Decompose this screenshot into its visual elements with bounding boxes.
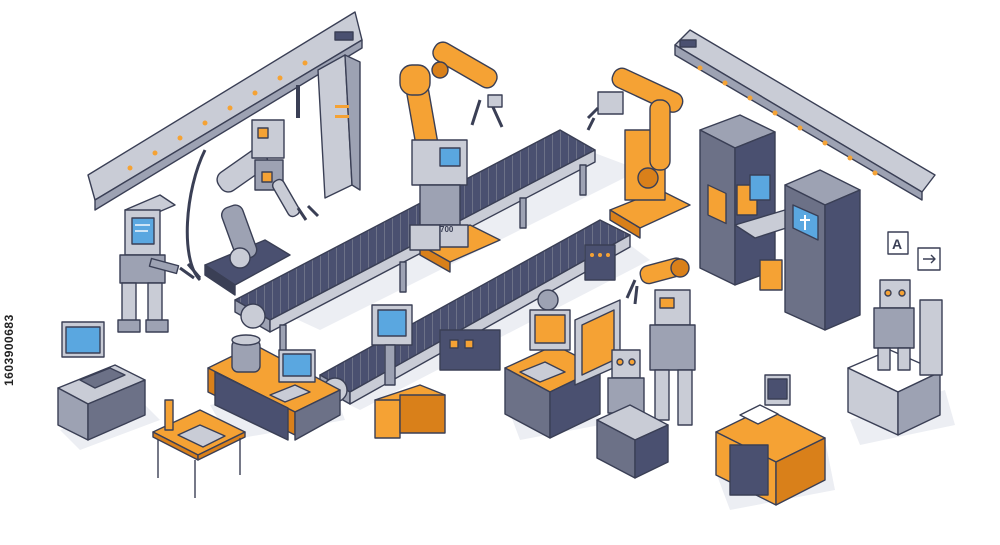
robot-on-pedestal <box>847 279 943 436</box>
orange-monitor-desk <box>715 374 826 506</box>
small-robot-with-box <box>596 349 669 479</box>
letter-placard: A <box>887 231 909 255</box>
orange-arm-right-middle <box>625 257 690 305</box>
walking-robot-left <box>117 194 202 333</box>
orange-keyboard-table <box>152 399 246 498</box>
stock-image-id: 1603900683 <box>2 314 16 386</box>
svg-text:A: A <box>892 236 902 252</box>
conveyor-monitor-station <box>371 304 446 439</box>
server-cabinet-right <box>784 169 861 331</box>
orange-robot-arm-right <box>586 67 691 239</box>
tablet-display-stand <box>574 299 621 386</box>
grey-gantry-robot-arm <box>204 119 320 296</box>
orange-tank-desk <box>207 334 341 441</box>
person-icon <box>800 215 810 230</box>
left-overhead-gantry <box>87 11 363 282</box>
center-computer-desk <box>504 309 601 439</box>
arrows-icon <box>923 254 936 264</box>
humanoid-robot-center <box>649 289 696 426</box>
left-monitor-desk <box>57 321 146 441</box>
right-overhead-gantry <box>674 29 936 201</box>
center-worker-robot: 700 <box>409 139 469 251</box>
arrows-placard <box>917 247 941 271</box>
svg-text:700: 700 <box>440 225 454 234</box>
